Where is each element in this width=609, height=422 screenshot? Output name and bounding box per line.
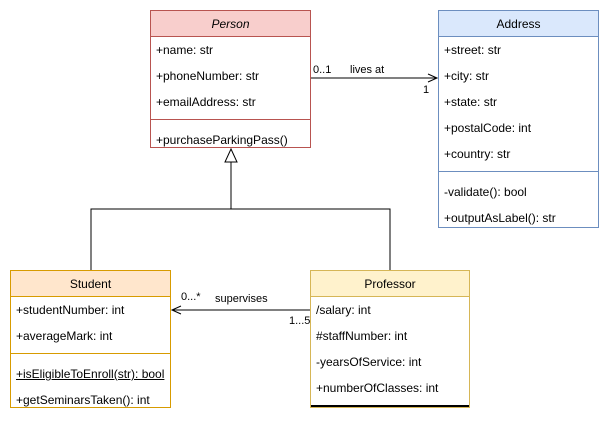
- supervises-target-multiplicity: 0...*: [181, 291, 201, 303]
- supervises-arrowhead: [170, 305, 182, 315]
- address-attribute-state: +state: str: [444, 95, 498, 109]
- supervises-label: supervises: [215, 293, 268, 305]
- lives-at-arrowhead: [427, 73, 439, 83]
- person-attribute-name: +name: str: [156, 43, 214, 57]
- address-attribute-postal-code: +postalCode: int: [444, 121, 532, 135]
- professor-attribute-staff-number: #staffNumber: int: [316, 329, 408, 343]
- lives-at-label: lives at: [350, 64, 385, 76]
- address-class[interactable]: Address +street: str +city: str +state: …: [438, 10, 599, 228]
- address-attribute-city: +city: str: [444, 69, 490, 83]
- address-attribute-street: +street: str: [444, 43, 502, 57]
- professor-attribute-salary: /salary: int: [316, 303, 371, 317]
- person-attribute-phone: +phoneNumber: str: [156, 69, 260, 83]
- address-method-output-as-label: +outputAsLabel(): str: [444, 211, 556, 225]
- lives-at-source-multiplicity: 0..1: [313, 64, 332, 76]
- supervises-source-multiplicity: 1...5: [289, 315, 311, 327]
- person-divider: [151, 119, 310, 120]
- student-attribute-student-number: +studentNumber: int: [16, 303, 125, 317]
- person-class[interactable]: Person +name: str +phoneNumber: str +ema…: [150, 10, 311, 148]
- professor-attribute-years-of-service: -yearsOfService: int: [316, 355, 422, 369]
- professor-attribute-number-of-classes: +numberOfClasses: int: [316, 381, 439, 395]
- address-attribute-country: +country: str: [444, 147, 511, 161]
- address-class-name: Address: [439, 11, 598, 37]
- address-method-validate: -validate(): bool: [444, 185, 527, 199]
- professor-divider: [311, 405, 469, 407]
- person-method-purchase-parking-pass: +purchaseParkingPass(): [156, 133, 288, 147]
- lives-at-target-multiplicity: 1: [423, 84, 430, 96]
- generalization-arrowhead: [224, 147, 238, 163]
- student-class[interactable]: Student +studentNumber: int +averageMark…: [10, 270, 171, 408]
- student-method-get-seminars-taken: +getSeminarsTaken(): int: [16, 393, 150, 407]
- person-class-name: Person: [151, 11, 310, 37]
- person-attribute-email: +emailAddress: str: [156, 95, 256, 109]
- student-divider: [11, 353, 170, 354]
- inheritance-line-professor: [231, 208, 391, 270]
- professor-class[interactable]: Professor /salary: int #staffNumber: int…: [310, 270, 470, 408]
- student-method-is-eligible-to-enroll: +isEligibleToEnroll(str): bool: [16, 367, 165, 381]
- student-attribute-average-mark: +averageMark: int: [16, 329, 113, 343]
- address-divider: [439, 171, 598, 172]
- student-class-name: Student: [11, 271, 170, 297]
- professor-class-name: Professor: [311, 271, 469, 297]
- inheritance-line-student: [90, 208, 231, 270]
